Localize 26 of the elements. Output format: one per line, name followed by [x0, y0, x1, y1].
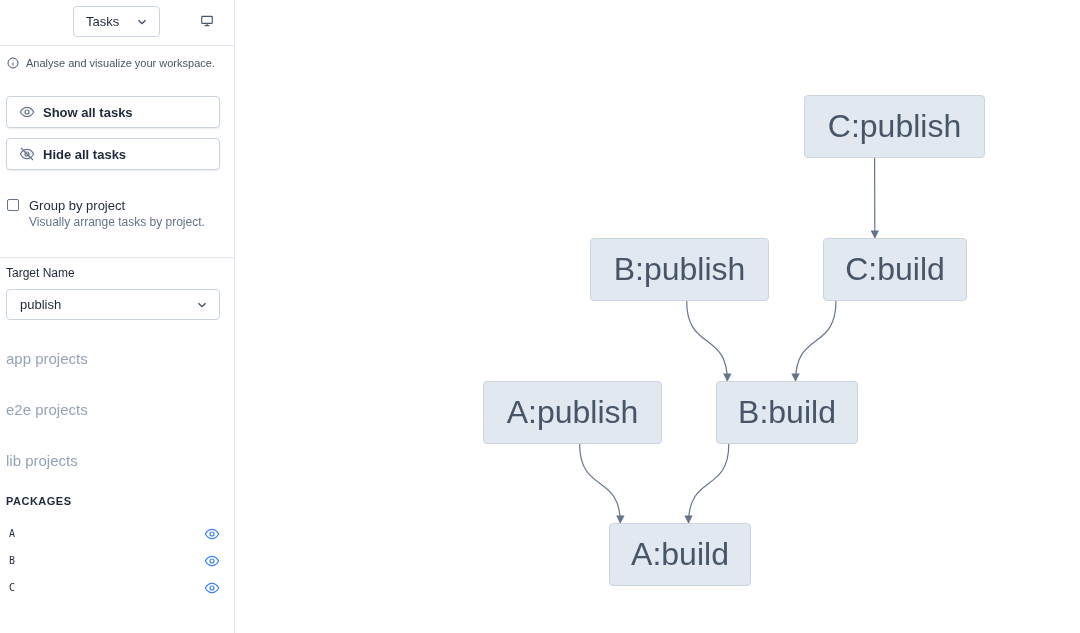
field-label: Target Name	[6, 266, 75, 280]
show-all-button: Show all tasks	[6, 96, 220, 128]
arrow	[684, 443, 730, 524]
task-node: B:publish	[590, 238, 769, 301]
task-node: A:build	[609, 523, 751, 586]
section-heading: e2e projects	[6, 401, 88, 418]
arrow	[579, 443, 624, 524]
arrow	[686, 300, 731, 382]
section-heading: app projects	[6, 350, 88, 367]
task-node: C:publish	[804, 95, 985, 158]
checkbox-label: Group by project	[29, 198, 126, 213]
package-name: C	[9, 582, 16, 593]
section-heading: PACKAGES	[6, 495, 72, 507]
package-name: A	[9, 528, 16, 539]
task-node: B:build	[716, 381, 858, 444]
description-text: Analyse and visualize your workspace.	[26, 57, 215, 69]
target-dropdown: publish	[6, 289, 220, 320]
helper-text: Visually arrange tasks by project.	[29, 215, 205, 229]
arrow	[791, 300, 837, 382]
hide-all-button: Hide all tasks	[6, 138, 220, 170]
task-node: A:publish	[483, 381, 662, 444]
view-dropdown: Tasks	[73, 6, 160, 37]
task-node: C:build	[823, 238, 967, 301]
arrow	[870, 157, 880, 239]
package-name: B	[9, 555, 16, 566]
section-heading: lib projects	[6, 452, 78, 469]
